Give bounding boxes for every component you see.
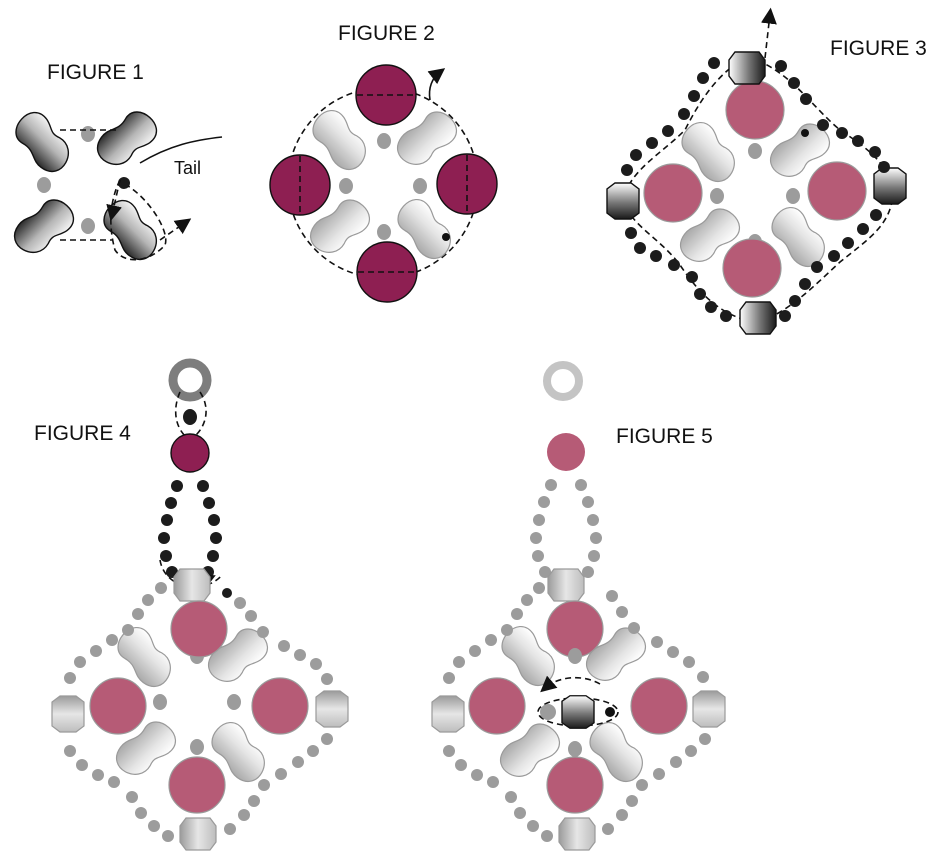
round-bead	[89, 677, 147, 735]
crystal-bead	[547, 568, 585, 602]
crystal-bead	[606, 182, 640, 220]
round-bead	[547, 433, 585, 471]
crystal-bead	[173, 568, 211, 602]
figure-5-label: FIGURE 5	[616, 425, 713, 448]
figure-4-label: FIGURE 4	[34, 422, 131, 445]
seed-bead	[227, 694, 241, 710]
seed-bead	[568, 741, 582, 757]
crystal-bead	[692, 690, 726, 728]
round-bead	[725, 80, 785, 140]
peanut-bead	[6, 105, 80, 179]
thread-exit-point	[442, 233, 450, 241]
figure-1: Tail	[6, 102, 223, 267]
round-bead	[436, 153, 498, 215]
crystal-bead	[728, 51, 766, 85]
seed-bead-dark	[118, 177, 130, 189]
figure-4	[51, 358, 349, 851]
tail-label: Tail	[174, 158, 201, 178]
crystal-bead	[558, 817, 596, 851]
seed-bead	[81, 126, 95, 142]
jump-ring	[168, 358, 212, 402]
jump-ring	[543, 361, 583, 401]
round-bead	[355, 64, 417, 126]
peanut-bead	[94, 193, 168, 267]
seed-bead	[540, 704, 556, 720]
round-bead	[807, 161, 867, 221]
crystal-bead	[179, 817, 217, 851]
thread-exit-point	[222, 588, 232, 598]
peanut-bead	[90, 102, 164, 176]
round-bead	[468, 677, 526, 735]
seed-bead	[377, 133, 391, 149]
figure-2-label: FIGURE 2	[338, 22, 435, 45]
seed-bead	[153, 694, 167, 710]
thread-exit-point	[801, 129, 809, 137]
figure-3-label: FIGURE 3	[830, 37, 927, 60]
seed-bead	[81, 218, 95, 234]
seed-bead	[37, 177, 51, 193]
round-bead	[170, 433, 210, 473]
seed-bead	[190, 739, 204, 755]
thread-exit-point	[605, 707, 615, 717]
seed-bead-ring	[443, 582, 711, 842]
round-bead	[356, 241, 418, 303]
crystal-bead	[431, 695, 465, 733]
seed-bead	[710, 188, 724, 204]
crystal-bead	[51, 695, 85, 733]
dangle-seed-beads	[530, 479, 602, 578]
figure-5	[431, 361, 726, 851]
seed-bead	[413, 178, 427, 194]
seed-bead	[377, 224, 391, 240]
round-bead	[168, 756, 226, 814]
dangle-seed-beads	[158, 480, 222, 578]
figure-1-label: FIGURE 1	[47, 61, 144, 84]
round-bead	[546, 756, 604, 814]
figure-3	[606, 7, 907, 335]
crystal-bead	[739, 301, 777, 335]
round-bead	[630, 677, 688, 735]
round-bead	[643, 163, 703, 223]
seed-bead	[568, 648, 582, 664]
figure-2	[269, 64, 498, 303]
seed-bead-ring	[621, 57, 890, 322]
round-bead	[170, 600, 228, 658]
seed-bead	[786, 188, 800, 204]
peanut-bead	[7, 190, 81, 264]
seed-bead	[748, 143, 762, 159]
round-bead	[251, 677, 309, 735]
crystal-bead	[873, 167, 907, 205]
seed-bead	[339, 178, 353, 194]
seed-bead-ring	[64, 582, 333, 842]
seed-bead-dark	[183, 409, 197, 425]
crystal-bead	[561, 695, 595, 729]
crystal-bead	[315, 690, 349, 728]
round-bead	[269, 154, 331, 216]
round-bead	[722, 238, 782, 298]
